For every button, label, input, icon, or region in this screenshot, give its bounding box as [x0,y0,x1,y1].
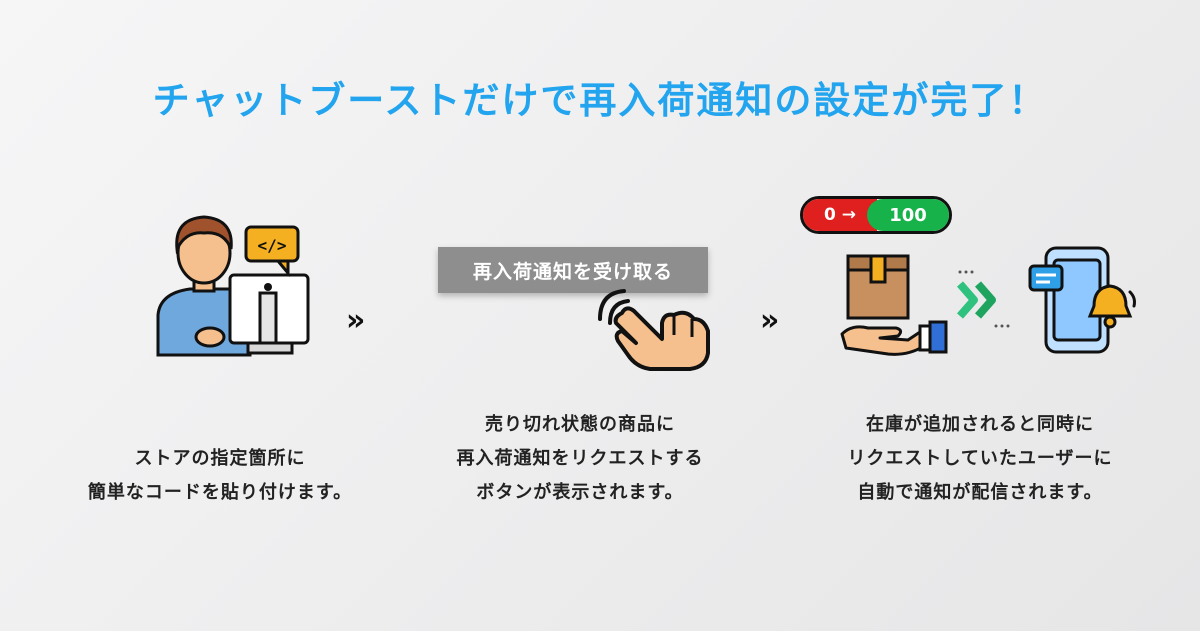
box-on-hand-icon [840,254,948,356]
caption-line: 売り切れ状態の商品に [485,414,675,435]
caption-line: 自動で通知が配信されます。 [857,482,1103,503]
double-chevron-icon [956,270,1010,328]
counter-from: 0 → [803,199,877,231]
tap-hand-icon [598,289,710,371]
caption-line: ストアの指定箇所に [134,448,306,469]
step-arrow-2: » [760,303,780,338]
developer-at-computer-icon: </> [156,215,310,357]
caption-line: 簡単なコードを貼り付けます。 [87,482,353,503]
code-badge: </> [258,236,287,255]
step-arrow-1: » [346,303,366,338]
step3-caption: 在庫が追加されると同時に リクエストしていたユーザーに 自動で通知が配信されます… [800,408,1160,510]
caption-line: ボタンが表示されます。 [476,482,684,503]
step1-caption: ストアの指定箇所に 簡単なコードを貼り付けます。 [60,442,380,510]
caption-line: 在庫が追加されると同時に [866,414,1094,435]
restock-notify-button[interactable]: 再入荷通知を受け取る [438,247,708,293]
caption-line: リクエストしていたユーザーに [847,448,1113,469]
page-title: チャットブーストだけで再入荷通知の設定が完了！ [152,79,1048,122]
step2-caption: 売り切れ状態の商品に 再入荷通知をリクエストする ボタンが表示されます。 [405,408,755,510]
phone-notification-icon [1028,246,1136,354]
counter-to: 100 [867,199,949,231]
stock-counter: 0 → 100 [800,196,952,234]
caption-line: 再入荷通知をリクエストする [456,448,704,469]
